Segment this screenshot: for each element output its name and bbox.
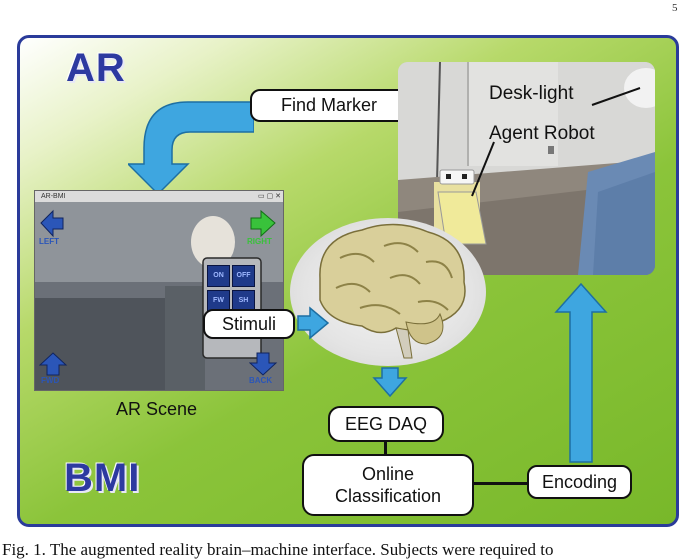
find-marker-label: Find Marker [250,89,408,122]
figure-caption: Fig. 1. The augmented reality brain–mach… [2,540,554,559]
ar-fw-label: FW [213,297,224,304]
ar-left-button[interactable]: LEFT [39,209,65,249]
ar-off-button[interactable]: OFF [232,265,255,287]
eeg-to-classification-connector [384,442,387,454]
window-controls-icon: ▭ ▢ ✕ [258,193,281,200]
stimuli-label: Stimuli [203,309,295,339]
online-classification-line1: Online [361,464,415,484]
bmi-heading: BMI [64,456,141,500]
arrow-down-icon [248,352,278,376]
ar-on-label: ON [213,272,224,279]
online-classification-line2: Classification [334,486,442,506]
encoding-box: Encoding [527,465,632,499]
ar-on-button[interactable]: ON [207,265,230,287]
ar-scene-label: AR Scene [116,399,198,419]
ar-sh-label: SH [238,297,249,304]
ar-heading: AR [66,46,126,90]
ar-right-label: RIGHT [247,237,272,246]
ar-right-button[interactable]: RIGHT [247,209,281,249]
ar-fwd-button[interactable]: FWD [38,351,69,389]
agent-robot-label: Agent Robot [489,123,595,144]
ar-scene-window: AR-BMI ▭ ▢ ✕ LEFT RIGHT FWD BACK [34,190,284,391]
brain-to-eeg-arrow [372,367,408,398]
online-classification-box: Online Classification [302,454,474,516]
ar-left-label: LEFT [39,237,59,246]
find-marker-arrow [128,101,254,196]
desk-light-pointer [591,87,641,106]
agent-robot-pointer [471,141,495,197]
robot-scene-illustration [398,62,655,275]
ar-marker-panel: ON OFF FW SH [207,265,255,313]
brain-icon [319,223,466,359]
encoding-to-robot-arrow [554,282,608,463]
ar-back-label: BACK [249,376,273,385]
arrow-right-icon [250,209,276,238]
arrow-up-icon [38,352,68,376]
ar-fwd-label: FWD [41,376,60,385]
ar-window-title: AR-BMI [41,193,66,200]
ar-back-button[interactable]: BACK [248,351,283,389]
eeg-daq-box: EEG DAQ [328,406,444,442]
page-number: 5 [672,2,678,14]
ar-sh-button[interactable]: SH [232,290,255,312]
desk-light-label: Desk-light [489,83,574,104]
stimuli-arrow [297,306,330,340]
classification-to-encoding-connector [474,482,528,485]
arrow-left-icon [40,209,64,238]
ar-off-label: OFF [236,272,251,279]
